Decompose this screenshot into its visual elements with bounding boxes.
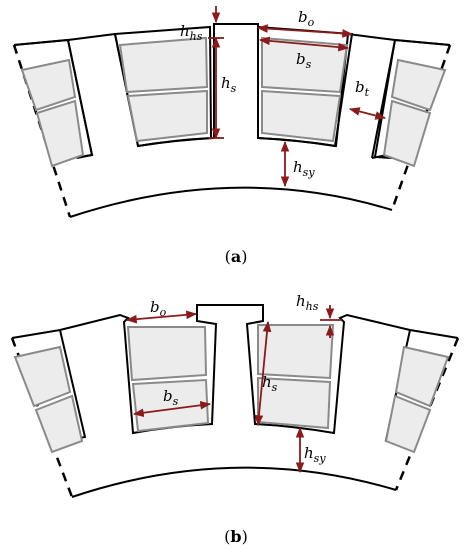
dim-b-s-arrow	[258, 36, 350, 52]
tooth-right-outline	[373, 39, 451, 159]
coil-b-left-top	[13, 345, 72, 408]
label-b-b-o: bo	[150, 298, 167, 319]
yoke-back-arc-b	[71, 466, 397, 498]
coil-left-bottom	[35, 99, 85, 168]
coil-b-right-top	[394, 345, 450, 408]
coils-panel-a	[20, 36, 447, 168]
coil-left-top	[20, 58, 77, 112]
caption-b: (b)	[224, 527, 248, 546]
caption-a: (a)	[225, 247, 248, 266]
coil-slot1-bottom	[126, 89, 208, 143]
label-b-b-s: bs	[163, 387, 179, 408]
panel-b-diagram: bo hhs bs hs hsy (b)	[10, 292, 460, 546]
panel-a-diagram: hhs bo bs hs bt hsy (a)	[12, 6, 452, 266]
label-a-h-sy: hsy	[293, 158, 315, 179]
dimensions-panel-b	[125, 305, 342, 474]
label-a-b-o: bo	[298, 8, 315, 29]
dim-b-o-arrow	[256, 24, 354, 38]
label-a-h-hs: hhs	[180, 22, 203, 43]
coil-slot1-top	[118, 36, 209, 94]
label-b-h-sy: hsy	[304, 444, 326, 465]
coil-b-slot1-top	[126, 326, 208, 382]
dimensions-panel-a	[208, 6, 387, 188]
slot-2-outline	[257, 26, 354, 148]
coil-right-bottom	[382, 99, 432, 168]
label-b-h-hs: hhs	[296, 292, 319, 313]
cut-line-left	[12, 44, 72, 218]
label-a-b-s: bs	[296, 50, 312, 71]
label-a-b-t: bt	[355, 78, 370, 99]
coil-b-left-bottom	[34, 394, 84, 454]
yoke-back-arc	[69, 186, 393, 218]
label-a-h-s: hs	[221, 74, 237, 95]
coils-panel-b	[13, 324, 450, 454]
coil-right-top	[390, 58, 447, 112]
label-b-h-s: hs	[262, 373, 278, 394]
coil-b-slot2-top	[257, 324, 335, 380]
dim-b-h-s-arrow	[254, 320, 272, 427]
coil-b-right-bottom	[384, 394, 432, 454]
dim-b-b-s-arrow	[132, 400, 212, 418]
coil-slot2-bottom	[261, 89, 342, 143]
dim-b-b-o-arrow	[125, 310, 198, 324]
tooth-left-outline	[13, 38, 94, 159]
dim-b-t-arrow	[348, 107, 387, 120]
